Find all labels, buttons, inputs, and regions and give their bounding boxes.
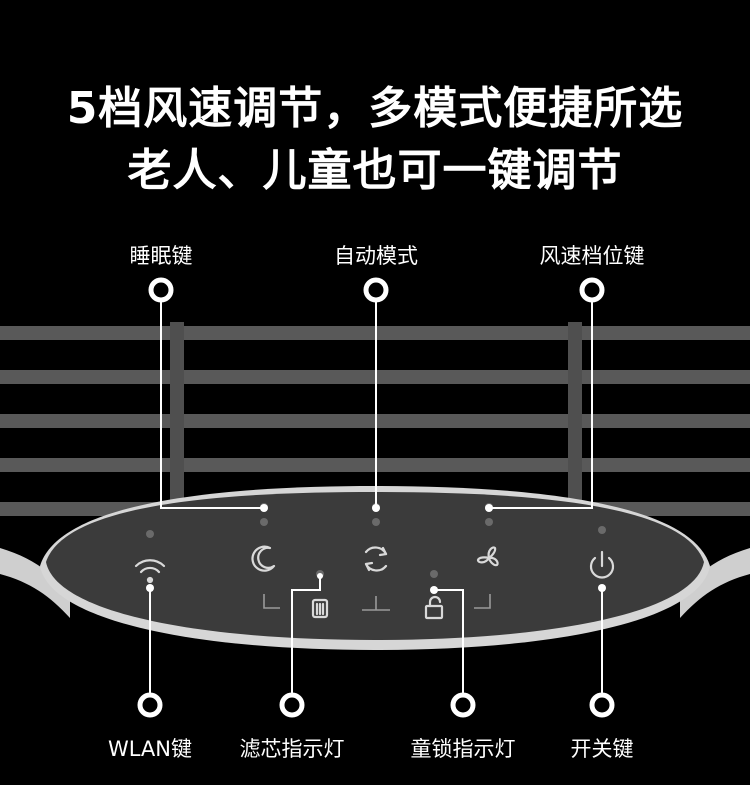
led-power <box>598 526 606 534</box>
led-lock <box>430 570 438 578</box>
label-filter-indicator: 滤芯指示灯 <box>239 737 345 761</box>
callout-line-filter <box>291 576 321 696</box>
callout-dot-wlan <box>146 584 154 592</box>
fan-blade-icon[interactable] <box>476 546 499 567</box>
label-auto-mode: 自动模式 <box>334 244 418 268</box>
filter-cylinder-icon <box>311 598 329 619</box>
label-power-key: 开关键 <box>570 737 634 761</box>
led-auto <box>372 518 380 526</box>
callout-ring-wlan <box>137 692 163 718</box>
label-wlan-key: WLAN键 <box>107 737 193 761</box>
led-sleep <box>260 518 268 526</box>
body-arm-right <box>680 548 750 618</box>
callout-ring-lock <box>450 692 476 718</box>
moon-icon[interactable] <box>251 545 276 572</box>
label-child-lock-indicator: 童锁指示灯 <box>410 737 516 761</box>
callout-ring-auto <box>363 277 389 303</box>
grille-post-left <box>170 322 184 518</box>
led-fan <box>485 518 493 526</box>
padlock-icon <box>424 595 444 620</box>
headline-line-1: 5档风速调节，多模式便捷所选 <box>66 83 684 134</box>
callout-dot-lock <box>430 586 438 594</box>
headline-line-2: 老人、儿童也可一键调节 <box>127 145 623 196</box>
callout-dot-filter <box>317 573 323 579</box>
callout-line-fan <box>489 300 593 509</box>
body-arm-left <box>0 548 70 618</box>
callout-ring-filter <box>279 692 305 718</box>
cycle-arrows-icon[interactable] <box>364 546 388 572</box>
wifi-icon[interactable] <box>134 559 166 584</box>
callout-dot-sleep <box>260 504 268 512</box>
callout-dot-fan <box>485 504 493 512</box>
callout-line-sleep <box>160 300 264 509</box>
label-fan-speed-key: 风速档位键 <box>539 244 645 268</box>
panel-surface <box>46 492 704 640</box>
grille-post-right <box>568 322 582 518</box>
power-icon[interactable] <box>589 550 615 579</box>
callout-ring-power <box>589 692 615 718</box>
callout-line-lock <box>434 589 464 696</box>
callout-ring-fan <box>579 277 605 303</box>
callout-dot-auto <box>372 504 380 512</box>
led-wlan <box>146 530 154 538</box>
callout-dot-power <box>598 584 606 592</box>
label-sleep-key: 睡眠键 <box>129 244 193 268</box>
callout-ring-sleep <box>148 277 174 303</box>
